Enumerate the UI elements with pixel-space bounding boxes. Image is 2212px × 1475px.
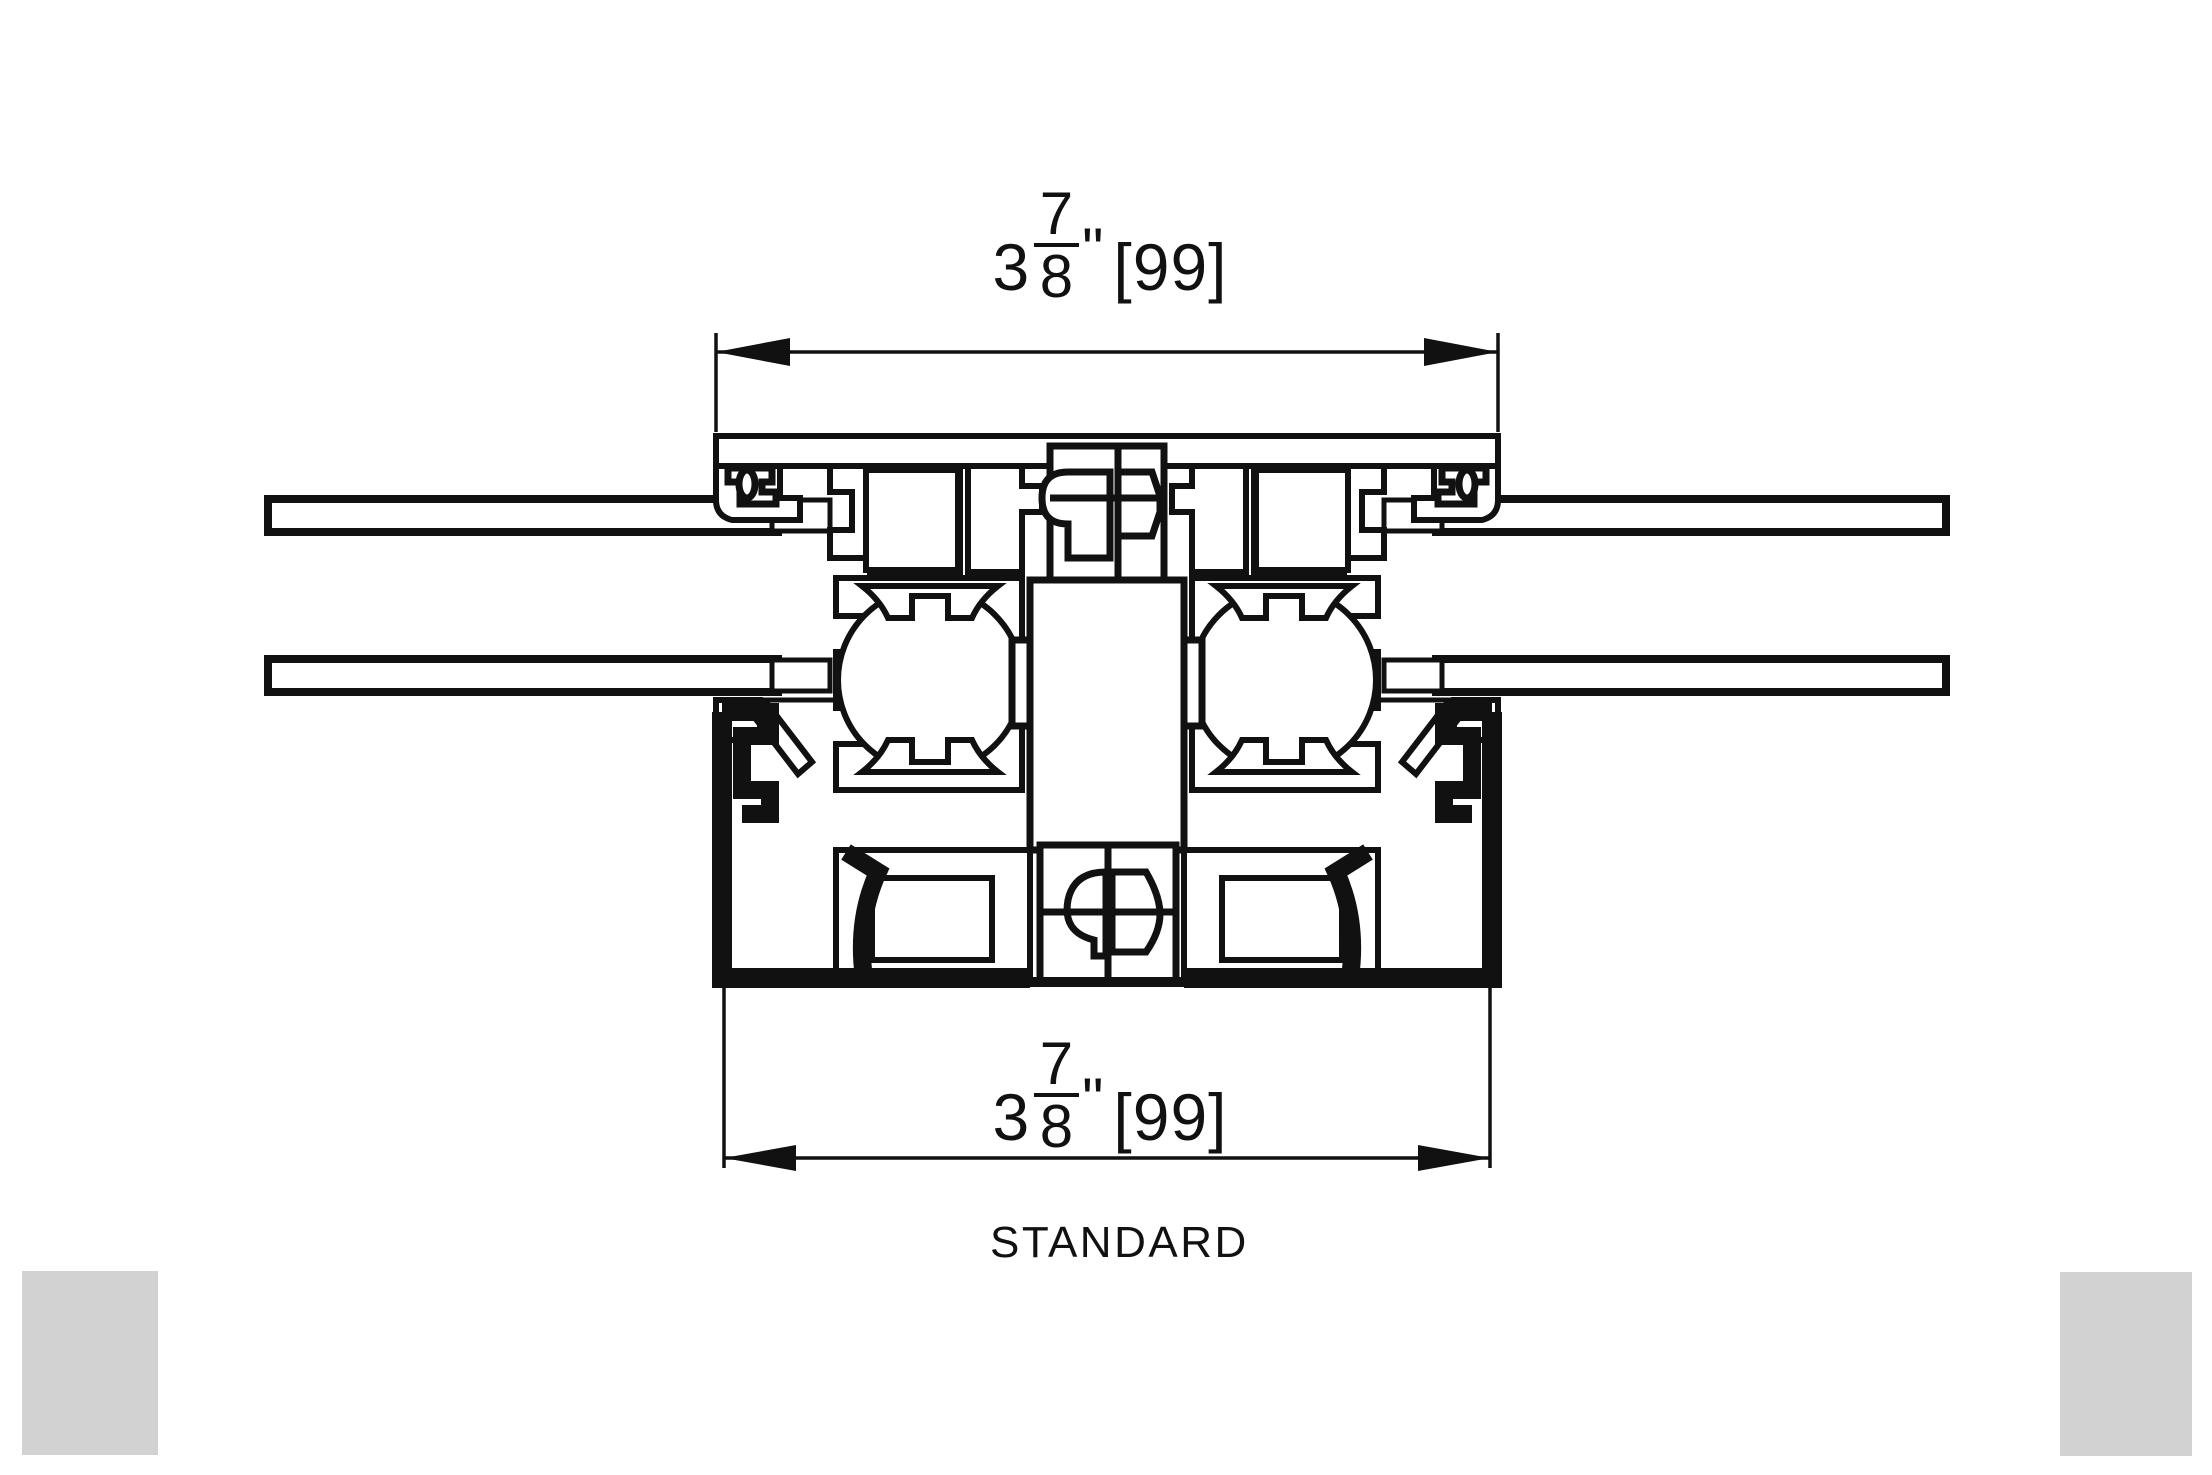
top-dim-metric: [99]: [1113, 230, 1228, 304]
lower-right-chamber-void: [1219, 875, 1345, 963]
thermal-break-gasket-group: [712, 703, 1502, 988]
top-dim-inch-mark: ": [1082, 216, 1103, 283]
bottom-dim-metric: [99]: [1113, 1080, 1228, 1154]
lower-left-chamber-void: [869, 875, 995, 963]
top-dim-numerator: 7: [1039, 179, 1074, 247]
upper-left-chamber-void: [863, 467, 961, 573]
top-dim-denominator: 8: [1039, 243, 1074, 311]
bottom-dim-denominator: 8: [1039, 1093, 1074, 1161]
upper-right-inner-web: [1169, 463, 1249, 575]
left-gasket-diagonal-icon: [841, 844, 890, 980]
left-gasket-return-icon: [722, 703, 779, 823]
left-chamber-lower-fin: [853, 737, 1007, 775]
right-upper-panel-bar: [1432, 495, 1950, 536]
top-dim-fraction: 7 8: [1033, 179, 1080, 311]
right-panel-infill-group: [1432, 495, 1950, 696]
upper-left-inner-web: [965, 463, 1045, 575]
left-panel-extension-group: [769, 497, 833, 694]
upper-right-chamber-void: [1253, 467, 1351, 573]
bottom-right-swatch: [2060, 1272, 2192, 1456]
bottom-dimension-label: 3 7 8 " [99]: [820, 1000, 1400, 1157]
bottom-dim-numerator: 7: [1039, 1029, 1074, 1097]
right-gasket-return-icon: [1435, 703, 1492, 823]
bottom-dim-fraction-bar: [1033, 1093, 1080, 1098]
left-upper-panel-bar: [264, 495, 782, 536]
center-divider-left-notch-icon: [1008, 636, 1034, 730]
top-dim-whole: 3: [992, 230, 1030, 304]
upper-center-gasket-icon: [1038, 468, 1114, 562]
left-lower-panel-bar: [264, 655, 782, 696]
left-lower-panel-extension: [769, 657, 833, 694]
bottom-dim-fraction: 7 8: [1033, 1029, 1080, 1161]
right-circular-chamber-void: [1189, 585, 1379, 775]
bottom-dim-arrow-left-icon: [724, 1145, 796, 1171]
bottom-dimension-group: [722, 978, 1492, 1171]
right-gasket-diagonal-icon: [1324, 844, 1373, 980]
top-dim-arrow-left-icon: [716, 338, 790, 366]
right-lower-panel-bar: [1432, 655, 1950, 696]
bottom-left-swatch: [22, 1271, 158, 1455]
bottom-dim-arrow-right-icon: [1418, 1145, 1490, 1171]
top-dimension-group: [714, 333, 1500, 432]
left-top-snap-bead-icon: [735, 466, 759, 502]
upper-center-gasket-wing-icon: [1114, 468, 1164, 540]
center-divider-right-notch-icon: [1180, 636, 1206, 730]
right-top-snap-bead-icon: [1455, 466, 1479, 502]
top-dimension-label: 3 7 8 " [99]: [820, 150, 1400, 307]
right-panel-extension-group: [1381, 497, 1445, 694]
right-lower-panel-extension: [1381, 657, 1445, 694]
top-dim-fraction-bar: [1033, 243, 1080, 248]
mullion-profile-group: [713, 433, 1501, 986]
right-chamber-lower-fin: [1207, 737, 1361, 775]
drawing-caption: STANDARD: [990, 1218, 1249, 1267]
left-circular-chamber-void: [835, 585, 1025, 775]
bottom-dim-inch-mark: ": [1082, 1066, 1103, 1133]
center-vertical-divider: [1026, 576, 1188, 854]
left-panel-infill-group: [264, 495, 782, 696]
bottom-dim-whole: 3: [992, 1080, 1030, 1154]
top-dim-arrow-right-icon: [1424, 338, 1498, 366]
left-chamber-upper-fin: [853, 583, 1007, 621]
detail-accent-group: [760, 532, 1454, 703]
right-chamber-upper-fin: [1207, 583, 1361, 621]
